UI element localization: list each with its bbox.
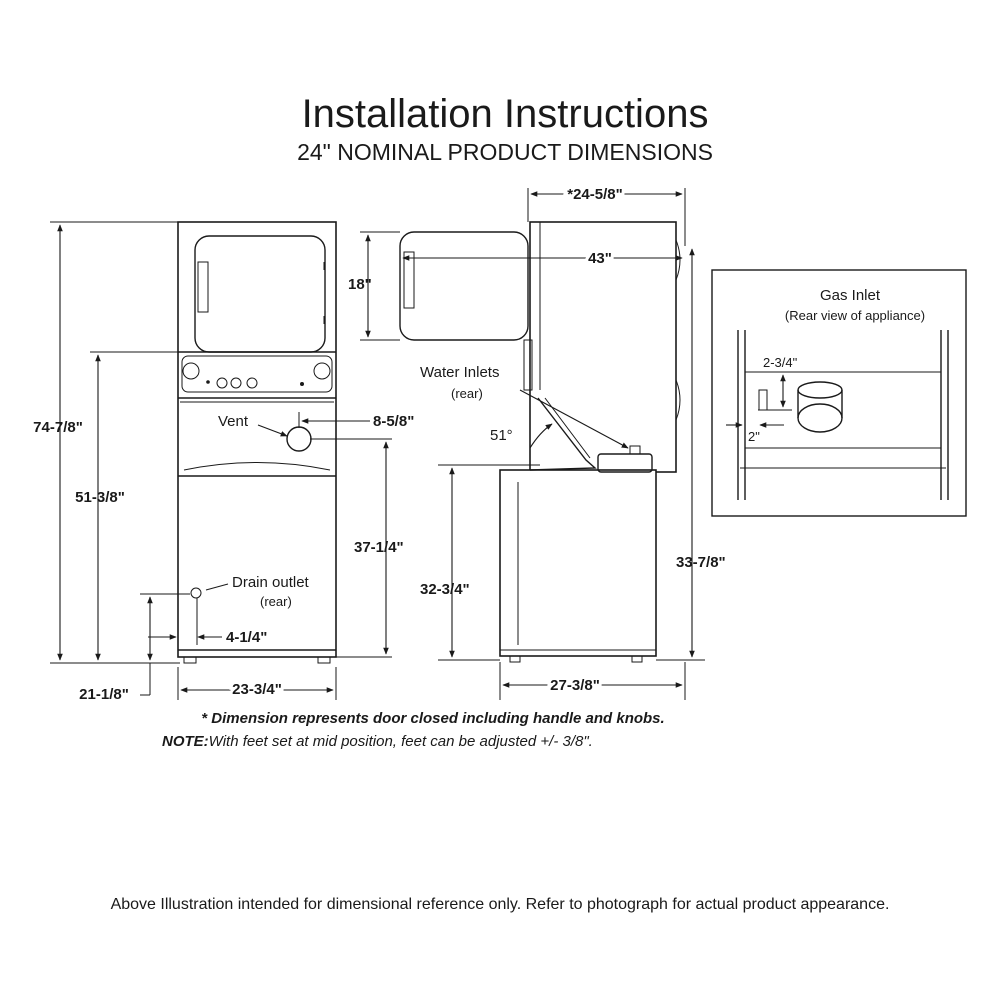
page-subtitle: 24" NOMINAL PRODUCT DIMENSIONS [297,139,713,165]
drain-offset-label: 4-1/4" [226,629,267,646]
front-view [177,221,337,664]
overall-height-label: 74-7/8" [33,419,83,436]
door-height-label: 18" [348,276,372,293]
width-label: 23-3/4" [232,681,282,698]
note-door-closed: * Dimension represents door closed inclu… [201,710,664,727]
note-feet-label: NOTE: [162,733,209,750]
note-feet: NOTE:With feet set at mid position, feet… [162,733,593,750]
dryer-door-base-height-label: 51-3/8" [75,489,125,506]
lid-angle-label: 51° [490,427,513,444]
drain-height-label: 21-1/8" [79,686,129,703]
inset-frame [711,269,967,517]
rear-height-label: 33-7/8" [676,554,726,571]
disclaimer: Above Illustration intended for dimensio… [111,896,890,913]
depth-label: *24-5/8" [567,186,622,203]
drain-outlet-label: Drain outlet [232,574,310,591]
drain-outlet-sub: (rear) [260,594,292,609]
side-view [399,221,681,663]
gas-vent-tube [797,390,843,418]
gas-inlet-title: Gas Inlet [820,287,881,304]
vent-offset-label: 8-5/8" [373,413,414,430]
front-cabinet [177,221,337,658]
page-title: Installation Instructions [302,92,709,136]
gas-offset-label: 2" [748,429,760,444]
side-washer-body [499,469,657,657]
gas-height-label: 2-3/4" [763,355,798,370]
open-washer-lid [529,397,597,471]
base-depth-label: 27-3/8" [550,677,600,694]
drain-outlet-icon [190,587,202,599]
gas-inlet-subtitle: (Rear view of appliance) [785,308,925,323]
front-dimensions: 74-7/8" 51-3/8" 21-1/8" 4-1/4" Drain out… [33,221,414,703]
water-inlets-label: Water Inlets [420,364,499,381]
dryer-knob-icon [182,362,200,380]
gas-pipe [758,389,768,411]
open-dryer-door [399,231,529,341]
gas-inlet-inset: Gas Inlet (Rear view of appliance) 2-3/4… [711,269,967,517]
door-handle [197,261,209,313]
washer-knob-icon [313,362,331,380]
vent-height-label: 37-1/4" [354,539,404,556]
door-open-depth-label: 43" [588,250,612,267]
note-feet-text: With feet set at mid position, feet can … [209,733,593,750]
water-inlets-sub: (rear) [451,386,483,401]
lid-height-label: 32-3/4" [420,581,470,598]
vent-label: Vent [218,413,249,430]
side-dimensions: *24-5/8" 43" 18" Water Inlets (rear) 51°… [348,183,726,700]
water-inlet-box [597,453,653,473]
control-panel [181,355,333,393]
